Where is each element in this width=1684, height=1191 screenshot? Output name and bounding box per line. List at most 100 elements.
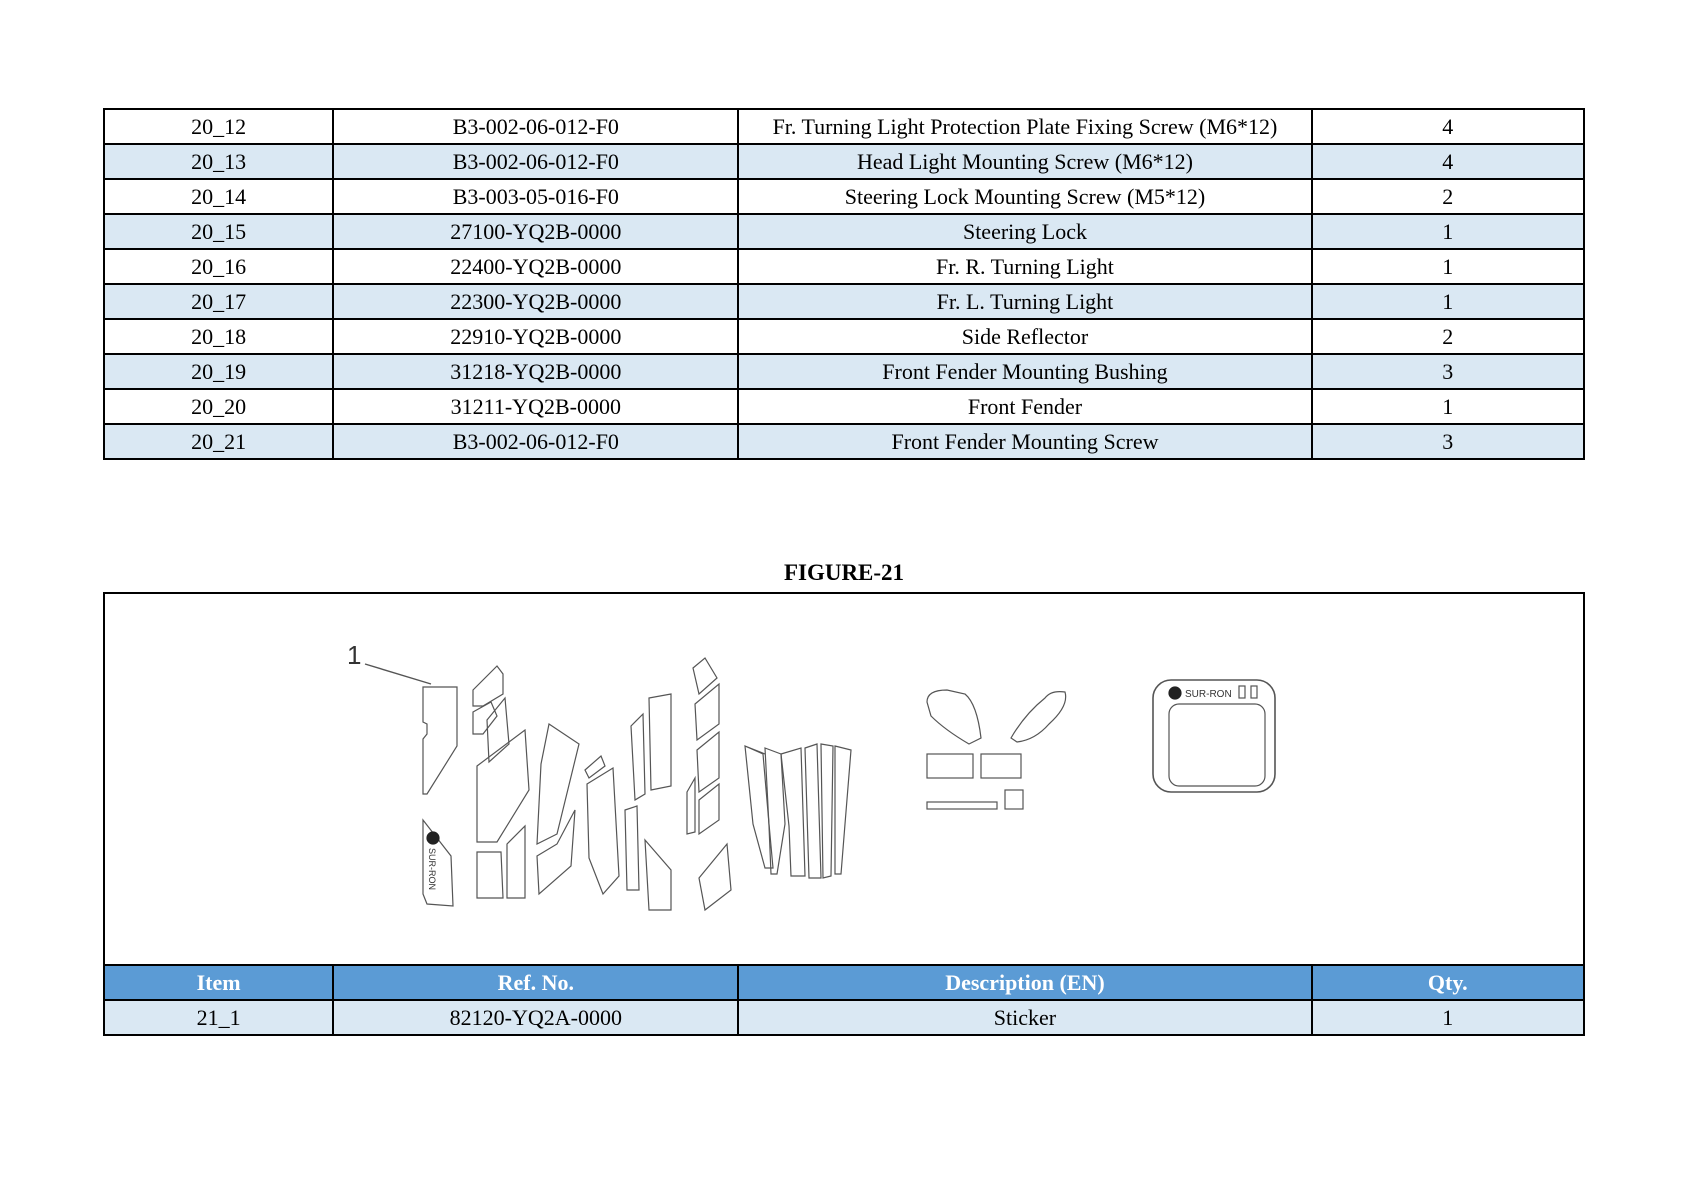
qty-cell: 1 xyxy=(1310,999,1586,1036)
item-cell: 20_16 xyxy=(102,248,335,285)
brand-text: SUR-RON xyxy=(1185,689,1232,700)
callout-label: 1 xyxy=(347,640,361,670)
item-cell: 20_13 xyxy=(102,143,335,180)
number-plate-sticker xyxy=(1152,679,1276,793)
ref-cell: B3-002-06-012-F0 xyxy=(332,108,740,145)
table-row: 20_12 B3-002-06-012-F0 Fr. Turning Light… xyxy=(102,108,1586,145)
sticker-panel xyxy=(926,753,974,779)
header-qty: Qty. xyxy=(1310,964,1586,1001)
sticker-panel xyxy=(506,824,526,899)
table-header-row: Item Ref. No. Description (EN) Qty. xyxy=(102,964,1586,1001)
fender-sticker xyxy=(780,747,806,877)
qty-cell: 1 xyxy=(1310,283,1586,320)
item-cell: 20_21 xyxy=(102,423,335,460)
item-cell: 20_19 xyxy=(102,353,335,390)
sticker-panel xyxy=(926,801,998,810)
sticker-panel xyxy=(696,730,720,794)
qty-cell: 4 xyxy=(1310,108,1586,145)
brand-logo-icon: SUR-RON xyxy=(1168,686,1232,700)
table-row: 20_17 22300-YQ2B-0000 Fr. L. Turning Lig… xyxy=(102,283,1586,320)
sticker-panel xyxy=(422,686,458,795)
desc-cell: Fr. L. Turning Light xyxy=(737,283,1313,320)
sticker-panel xyxy=(536,809,576,896)
qty-cell: 2 xyxy=(1310,178,1586,215)
number-plate-sticker xyxy=(1238,685,1246,699)
sticker-panel xyxy=(624,805,640,891)
table-row: 20_20 31211-YQ2B-0000 Front Fender 1 xyxy=(102,388,1586,425)
qty-cell: 3 xyxy=(1310,423,1586,460)
callout-leader xyxy=(364,663,432,685)
fender-sticker xyxy=(744,745,774,869)
ref-cell: 22400-YQ2B-0000 xyxy=(332,248,740,285)
header-item: Item xyxy=(102,964,335,1001)
ref-cell: 82120-YQ2A-0000 xyxy=(332,999,740,1036)
desc-cell: Fr. Turning Light Protection Plate Fixin… xyxy=(737,108,1313,145)
item-cell: 20_20 xyxy=(102,388,335,425)
fender-sticker xyxy=(820,743,834,879)
number-plate-sticker xyxy=(1168,703,1266,787)
desc-cell: Front Fender xyxy=(737,388,1313,425)
qty-cell: 4 xyxy=(1310,143,1586,180)
desc-cell: Side Reflector xyxy=(737,318,1313,355)
item-cell: 20_17 xyxy=(102,283,335,320)
table-row: 20_16 22400-YQ2B-0000 Fr. R. Turning Lig… xyxy=(102,248,1586,285)
item-cell: 20_14 xyxy=(102,178,335,215)
sticker-panel xyxy=(648,693,672,791)
sticker-panel xyxy=(686,775,696,835)
ref-cell: 31211-YQ2B-0000 xyxy=(332,388,740,425)
sticker-panel xyxy=(644,838,672,911)
desc-cell: Steering Lock xyxy=(737,213,1313,250)
desc-cell: Front Fender Mounting Screw xyxy=(737,423,1313,460)
ref-cell: 22910-YQ2B-0000 xyxy=(332,318,740,355)
sticker-panel xyxy=(980,753,1022,779)
desc-cell: Front Fender Mounting Bushing xyxy=(737,353,1313,390)
sticker-panel xyxy=(694,682,720,742)
ref-cell: B3-002-06-012-F0 xyxy=(332,143,740,180)
header-ref: Ref. No. xyxy=(332,964,740,1001)
table-row: 20_13 B3-002-06-012-F0 Head Light Mounti… xyxy=(102,143,1586,180)
sticker-panel xyxy=(476,851,504,899)
number-plate-sticker xyxy=(1250,685,1258,699)
sticker-panel xyxy=(698,842,732,912)
sticker-panel xyxy=(486,696,510,764)
sticker-set-diagram: 1 SUR-RON xyxy=(347,640,1276,912)
qty-cell: 1 xyxy=(1310,213,1586,250)
sticker-panel xyxy=(586,766,620,896)
parts-table-figure-21: Item Ref. No. Description (EN) Qty. 21_1… xyxy=(102,964,1586,1036)
item-cell: 20_12 xyxy=(102,108,335,145)
ref-cell: B3-003-05-016-F0 xyxy=(332,178,740,215)
table-row: 21_1 82120-YQ2A-0000 Sticker 1 xyxy=(102,999,1586,1036)
brand-logo-icon: SUR-RON xyxy=(426,831,440,890)
desc-cell: Sticker xyxy=(737,999,1313,1036)
qty-cell: 3 xyxy=(1310,353,1586,390)
desc-cell: Head Light Mounting Screw (M6*12) xyxy=(737,143,1313,180)
parts-table-figure-20: 20_12 B3-002-06-012-F0 Fr. Turning Light… xyxy=(102,108,1586,460)
sticker-panel xyxy=(926,689,982,745)
sticker-panel xyxy=(472,665,504,707)
fender-sticker xyxy=(804,743,822,879)
sticker-panel xyxy=(422,818,454,907)
table-row: 20_14 B3-003-05-016-F0 Steering Lock Mou… xyxy=(102,178,1586,215)
brand-text: SUR-RON xyxy=(427,848,437,890)
header-desc: Description (EN) xyxy=(737,964,1313,1001)
sticker-panel xyxy=(630,712,646,802)
sticker-panel xyxy=(1010,691,1067,743)
item-cell: 21_1 xyxy=(102,999,335,1036)
table-row: 20_18 22910-YQ2B-0000 Side Reflector 2 xyxy=(102,318,1586,355)
sticker-panel xyxy=(476,728,530,843)
sticker-panel xyxy=(536,723,580,845)
ref-cell: 27100-YQ2B-0000 xyxy=(332,213,740,250)
item-cell: 20_18 xyxy=(102,318,335,355)
qty-cell: 1 xyxy=(1310,388,1586,425)
sticker-panel xyxy=(584,754,606,779)
sticker-panel xyxy=(692,657,718,696)
figure-diagram-box: 1 SUR-RON xyxy=(103,592,1585,966)
ref-cell: 31218-YQ2B-0000 xyxy=(332,353,740,390)
figure-title: FIGURE-21 xyxy=(783,560,905,585)
table-row: 20_15 27100-YQ2B-0000 Steering Lock 1 xyxy=(102,213,1586,250)
table-row: 20_21 B3-002-06-012-F0 Front Fender Moun… xyxy=(102,423,1586,460)
desc-cell: Fr. R. Turning Light xyxy=(737,248,1313,285)
fender-sticker xyxy=(834,745,852,875)
qty-cell: 2 xyxy=(1310,318,1586,355)
table-row: 20_19 31218-YQ2B-0000 Front Fender Mount… xyxy=(102,353,1586,390)
